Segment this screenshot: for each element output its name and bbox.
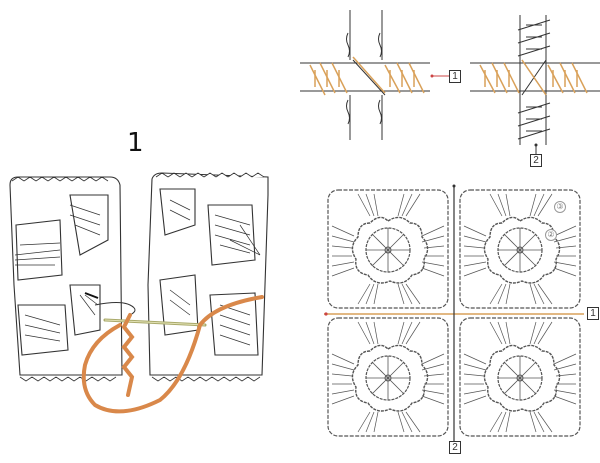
label-seam-2: 2 — [449, 441, 461, 454]
crochet-chart-four-squares — [324, 184, 584, 442]
figure-number: 1 — [127, 128, 144, 158]
join-stitch-detail — [300, 10, 600, 155]
label-round-3: ③ — [554, 201, 566, 213]
label-join-2-top: 2 — [530, 154, 542, 167]
label-seam-1: 1 — [587, 307, 599, 320]
yarn-strand — [81, 295, 264, 414]
label-join-1-top: 1 — [449, 70, 461, 83]
label-round-2: ② — [545, 229, 557, 241]
crochet-squares-illustration — [9, 172, 269, 414]
